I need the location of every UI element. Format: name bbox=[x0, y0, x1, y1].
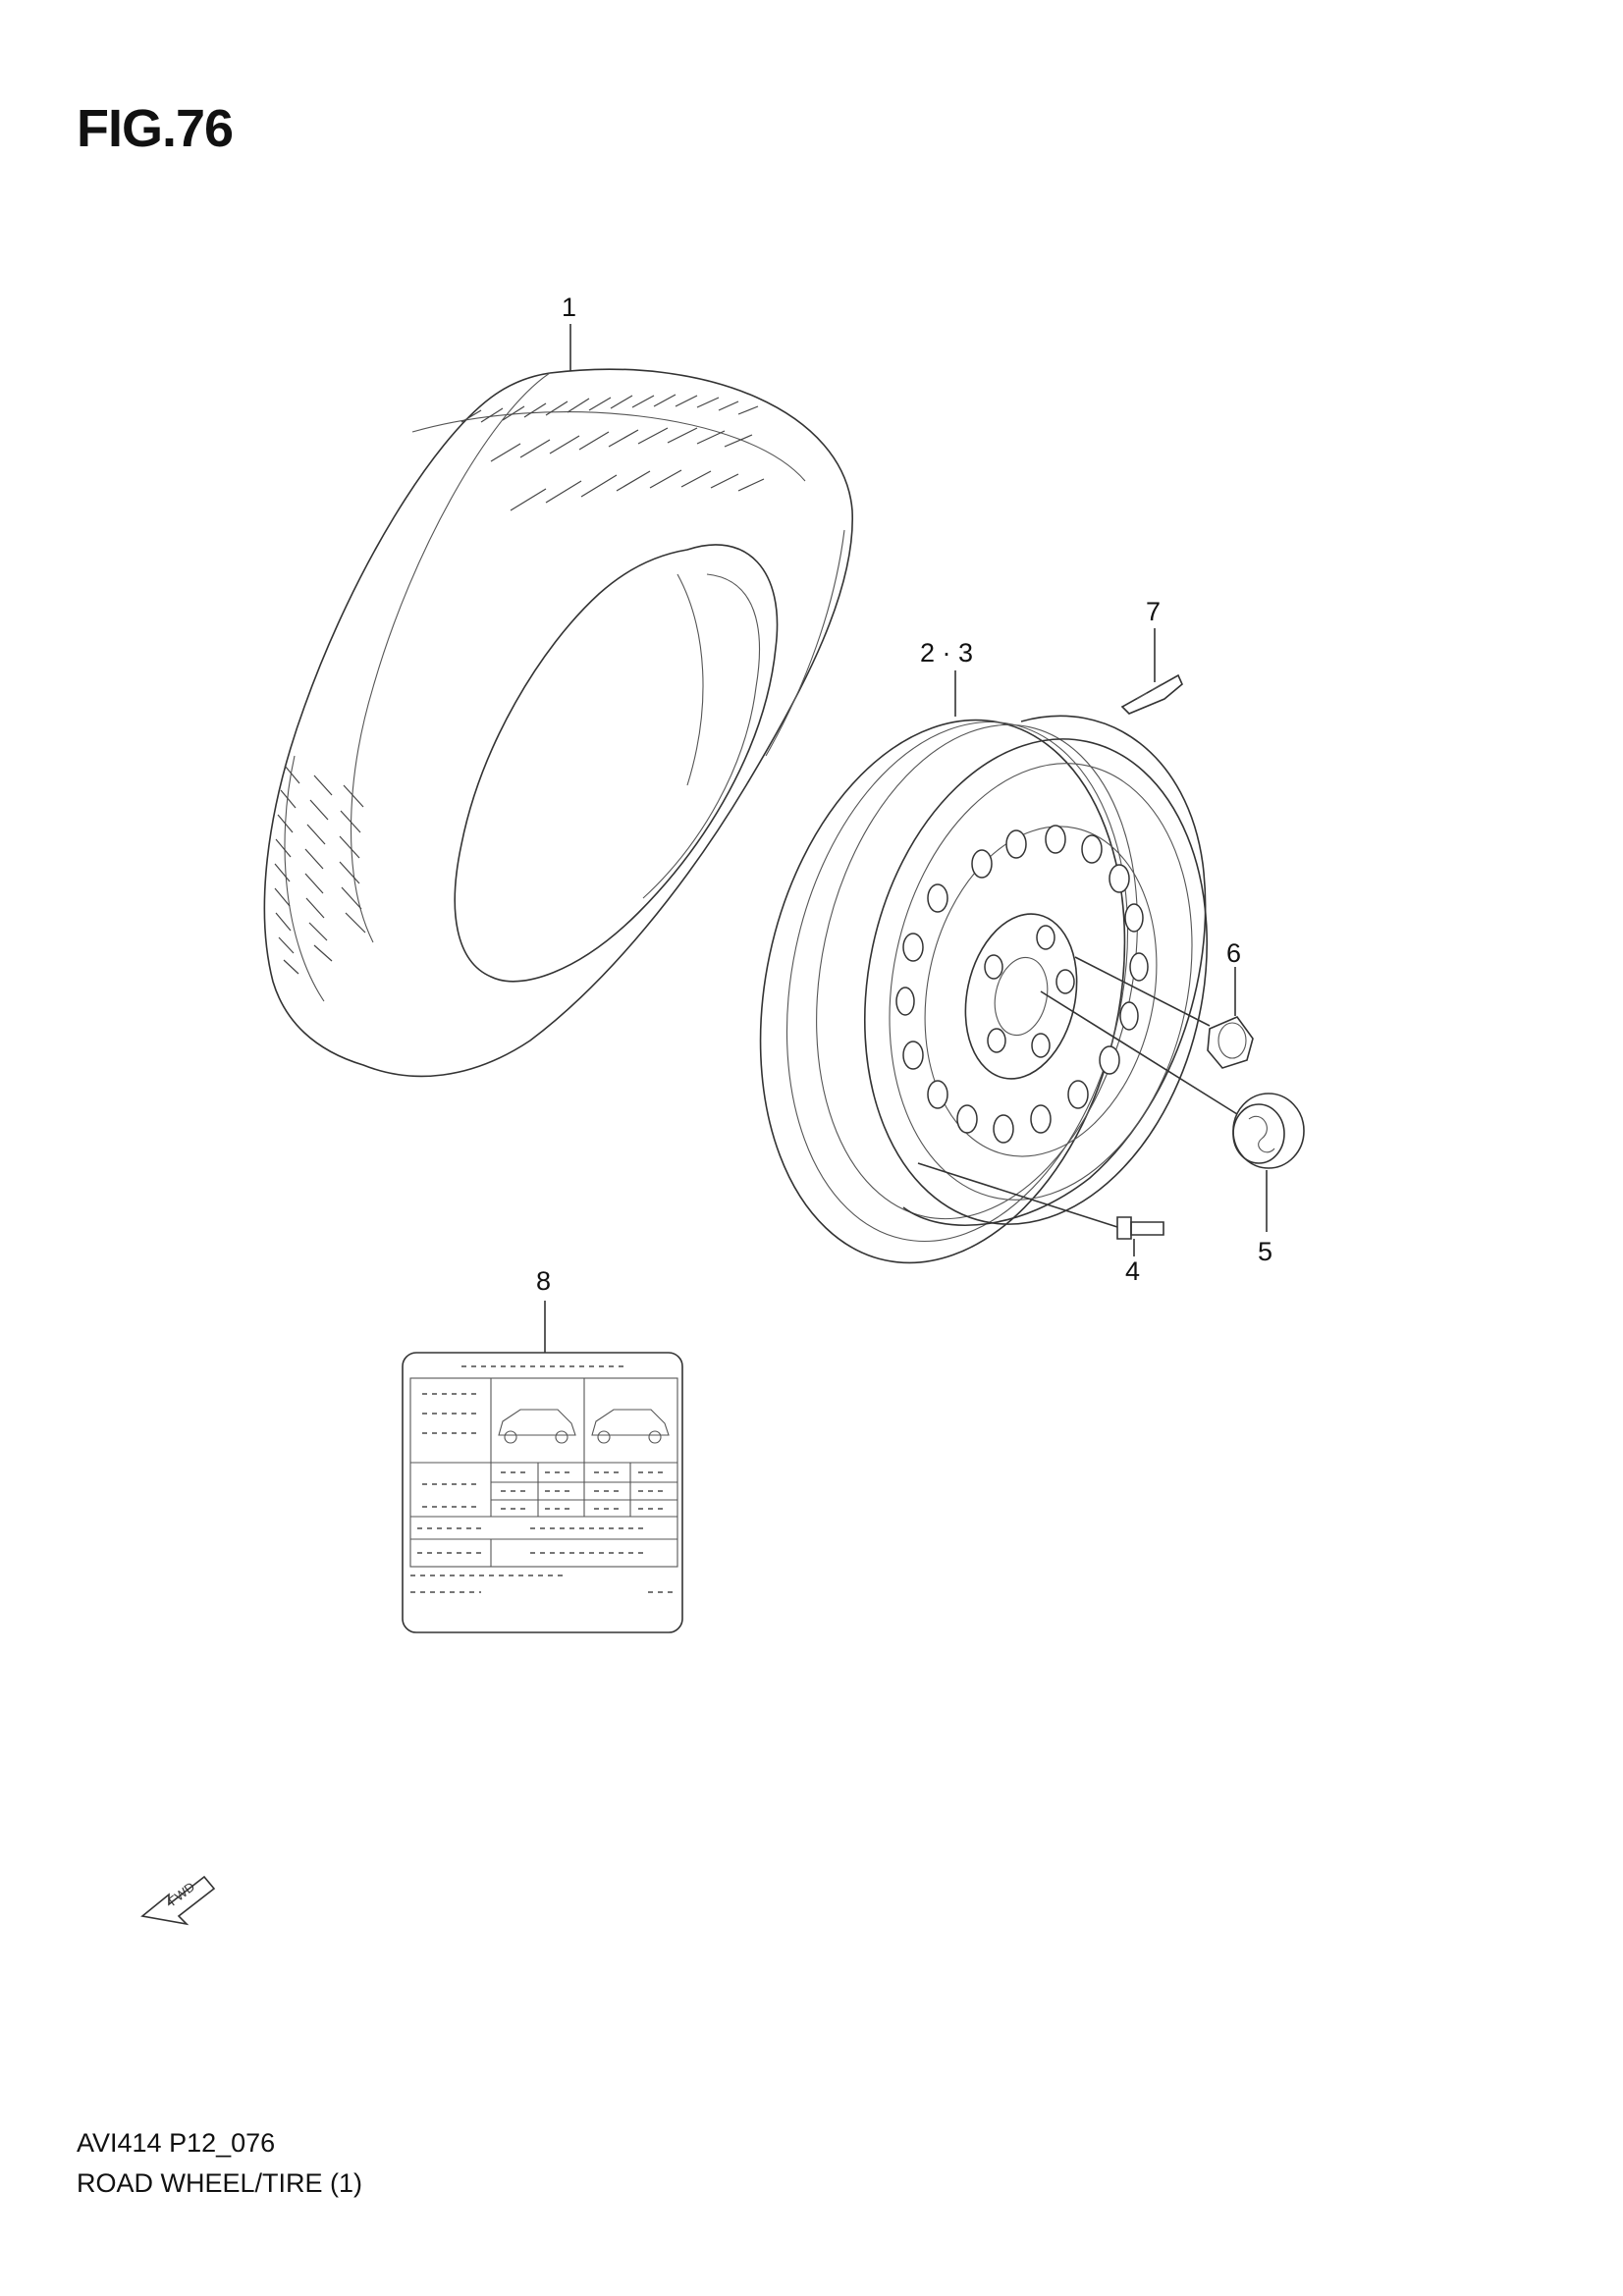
callout-balance-weight: 7 bbox=[1146, 597, 1161, 626]
tire-icon[interactable] bbox=[263, 368, 853, 1078]
valve-leader bbox=[917, 1162, 1118, 1228]
fwd-arrow-icon: FWD bbox=[140, 1875, 216, 1926]
figure-title: FIG.76 bbox=[77, 99, 234, 158]
wheel-nut-icon[interactable] bbox=[1207, 1016, 1254, 1069]
figure-caption: ROAD WHEEL/TIRE (1) bbox=[77, 2168, 363, 2198]
callout-label: 8 bbox=[536, 1266, 551, 1296]
nut-leader bbox=[1074, 956, 1211, 1027]
fwd-arrow-text: FWD bbox=[166, 1879, 198, 1908]
tire-placard-label-icon[interactable] bbox=[402, 1352, 683, 1633]
callout-tire: 1 bbox=[562, 293, 576, 322]
callout-center-cap: 5 bbox=[1258, 1237, 1272, 1266]
figure-code: AVI414 P12_076 bbox=[77, 2128, 276, 2158]
callout-nut: 6 bbox=[1226, 938, 1241, 968]
callout-wheel: 2 · 3 bbox=[920, 638, 973, 667]
balance-weight-icon[interactable] bbox=[1120, 673, 1183, 715]
callout-valve: 4 bbox=[1125, 1256, 1140, 1286]
valve-stem-icon[interactable] bbox=[1116, 1216, 1164, 1240]
center-cap-icon[interactable] bbox=[1232, 1093, 1305, 1169]
wheel-rim-icon[interactable] bbox=[713, 686, 1251, 1298]
center-cap-leader bbox=[1040, 990, 1238, 1115]
wheel-vent-holes bbox=[895, 825, 1149, 1144]
